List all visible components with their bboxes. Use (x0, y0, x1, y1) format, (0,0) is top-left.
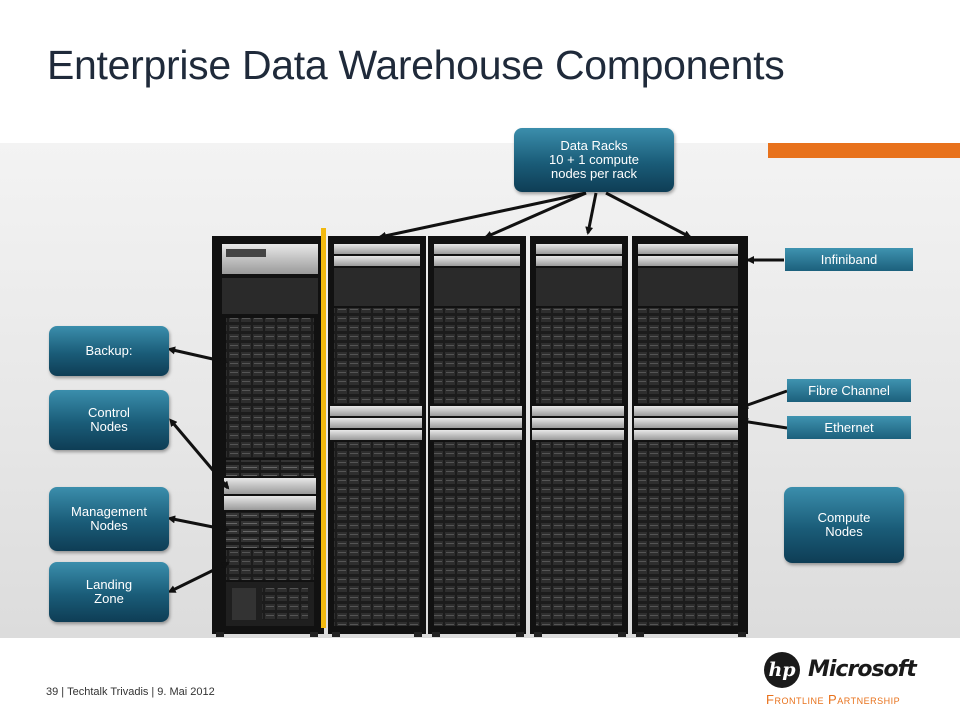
footer-event: Techtalk Trivadis (67, 686, 149, 698)
data-rack-3 (530, 236, 628, 634)
data-rack-4 (632, 236, 748, 634)
data-rack-arrows (378, 191, 692, 240)
accent-bar (768, 143, 960, 158)
ethernet-tag: Ethernet (787, 416, 911, 439)
management-nodes-callout: Management Nodes (49, 487, 169, 551)
compute-nodes-callout: Compute Nodes (784, 487, 904, 563)
infiniband-tag: Infiniband (785, 248, 913, 271)
frontline-partnership-logo: Frontline Partnership (766, 692, 901, 707)
page-number: 39 (46, 686, 59, 698)
data-rack-1 (328, 236, 426, 634)
landing-zone-callout: Landing Zone (49, 562, 169, 622)
slide-title: Enterprise Data Warehouse Components (47, 42, 785, 88)
data-rack-2 (428, 236, 526, 634)
highlight-divider (321, 228, 326, 628)
control-nodes-callout: Control Nodes (49, 390, 169, 450)
backup-callout: Backup: (49, 326, 169, 376)
rack-feet (216, 632, 746, 637)
footer: 39|Techtalk Trivadis|9. Mai 2012 (46, 686, 215, 698)
microsoft-logo: Microsoft (808, 657, 917, 682)
footer-date: 9. Mai 2012 (157, 686, 215, 698)
hp-logo: hp (764, 652, 800, 688)
right-arrows (740, 256, 788, 430)
control-rack (212, 236, 324, 634)
fibre-channel-tag: Fibre Channel (787, 379, 911, 402)
data-racks-callout: Data Racks 10 + 1 compute nodes per rack (514, 128, 674, 192)
left-arrows (167, 346, 230, 593)
